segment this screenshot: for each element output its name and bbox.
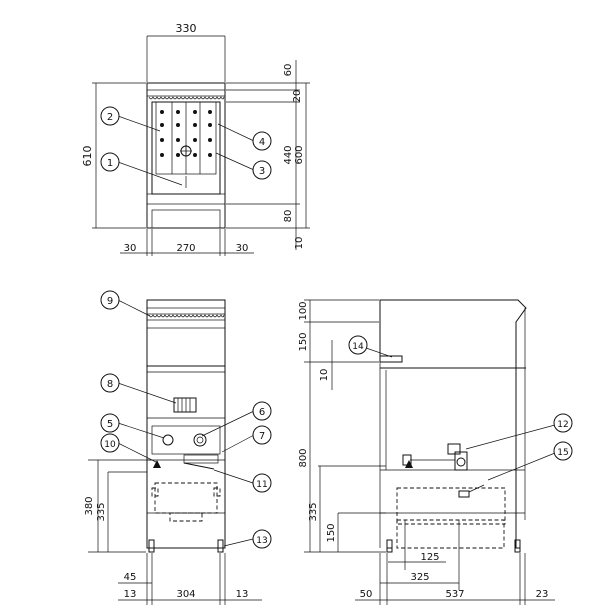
- dim-front-w30-right: 30: [236, 243, 249, 254]
- callout-5: 5: [100, 413, 165, 439]
- dim-front-w270: 270: [176, 243, 195, 254]
- dim-front-w30-left: 30: [124, 243, 137, 254]
- dim-bottom-w304: 304: [176, 589, 195, 600]
- svg-text:13: 13: [256, 536, 267, 546]
- svg-text:14: 14: [352, 342, 364, 352]
- callout-15: 15: [487, 441, 573, 481]
- dim-front-width-total: 330: [176, 22, 197, 35]
- dim-bottom-w13-left: 13: [124, 589, 137, 600]
- burner-teeth: [148, 96, 225, 100]
- knob-8: [173, 397, 197, 413]
- dim-front-h10: 10: [294, 237, 305, 250]
- callout-1: 1: [100, 152, 183, 186]
- callout-14: 14: [348, 335, 393, 358]
- dim-side-h335: 335: [308, 502, 319, 521]
- dim-side-h10: 10: [319, 369, 330, 382]
- svg-text:7: 7: [259, 431, 265, 442]
- svg-text:10: 10: [104, 440, 116, 450]
- svg-text:11: 11: [256, 480, 267, 490]
- dim-front-h20: 20: [292, 90, 303, 103]
- callout-8: 8: [100, 373, 177, 404]
- dim-front-height-total: 610: [81, 146, 94, 167]
- front-view-top: 330 610 60 20 440 600 80 10 30 270 30: [81, 22, 310, 256]
- svg-text:15: 15: [557, 448, 568, 458]
- svg-text:2: 2: [107, 112, 113, 123]
- dim-side-w325: 325: [410, 572, 429, 583]
- dim-front-h440: 440: [283, 145, 294, 164]
- callout-6: 6: [201, 401, 272, 437]
- dim-side-w537: 537: [445, 589, 464, 600]
- callout-10: 10: [100, 433, 157, 463]
- dim-side-h150-bottom: 150: [326, 523, 337, 542]
- dim-bottom-w13-right: 13: [236, 589, 249, 600]
- dim-side-w125: 125: [420, 552, 439, 563]
- svg-text:6: 6: [259, 407, 265, 418]
- nozzle-holes: [160, 110, 212, 157]
- svg-text:8: 8: [107, 379, 113, 390]
- callout-9: 9: [100, 290, 151, 317]
- side-view: 100 150 10 800 335 150 125 325 50 537 23…: [298, 299, 573, 605]
- dim-front-h600: 600: [294, 145, 305, 164]
- svg-text:1: 1: [107, 158, 113, 169]
- callout-2: 2: [100, 106, 161, 132]
- dim-bottom-w45: 45: [124, 572, 137, 583]
- callout-12: 12: [465, 413, 573, 450]
- callout-4: 4: [217, 123, 272, 151]
- svg-text:5: 5: [107, 419, 113, 430]
- callout-7: 7: [221, 425, 272, 453]
- dim-side-w23: 23: [536, 589, 549, 600]
- dim-front-h60: 60: [283, 64, 294, 77]
- svg-text:4: 4: [259, 137, 265, 148]
- dim-side-h800: 800: [298, 448, 309, 467]
- dim-bottom-h380: 380: [84, 496, 95, 515]
- dim-side-w50: 50: [360, 589, 373, 600]
- dim-side-h100: 100: [298, 301, 309, 320]
- front-view-bottom: 380 335 45 13 304 13 9 8 5: [84, 290, 272, 605]
- dim-bottom-h335: 335: [96, 502, 107, 521]
- callout-13: 13: [223, 529, 272, 549]
- svg-text:3: 3: [259, 166, 265, 177]
- callout-11: 11: [213, 469, 272, 493]
- callout-3: 3: [215, 152, 272, 180]
- svg-text:12: 12: [557, 420, 568, 430]
- dim-side-h150-top: 150: [298, 332, 309, 351]
- dim-front-h80: 80: [283, 210, 294, 223]
- svg-text:9: 9: [107, 296, 113, 307]
